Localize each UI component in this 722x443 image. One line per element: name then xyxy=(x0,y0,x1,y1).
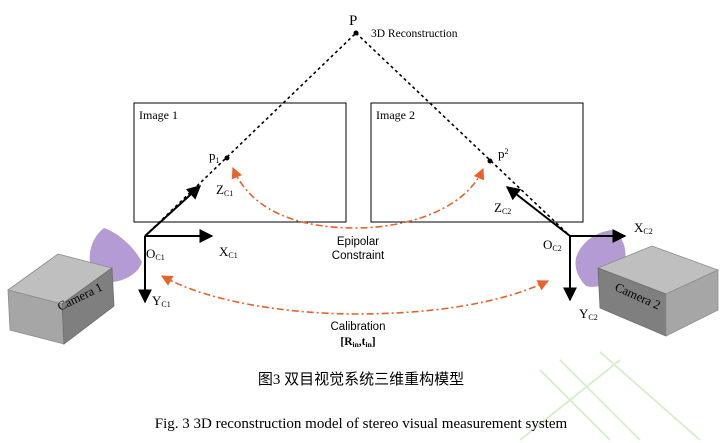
image-plane-2-title: Image 2 xyxy=(376,108,415,122)
point-P-label: P xyxy=(349,13,357,29)
camera-2: Camera 2 xyxy=(575,230,720,337)
calibration-params: [Rin,tin] xyxy=(340,336,375,349)
watermark xyxy=(519,351,701,441)
point-P-caption: 3D Reconstruction xyxy=(371,28,458,40)
epipolar-label-line1: Epipolar xyxy=(337,236,379,248)
camera-2-frame: OC2 XC2 YC2 ZC2 xyxy=(494,186,653,322)
caption-chinese: 图3 双目视觉系统三维重构模型 xyxy=(258,371,464,388)
camera-2-origin-label: OC2 xyxy=(543,237,562,253)
caption-english: Fig. 3 3D reconstruction model of stereo… xyxy=(155,416,568,432)
calibration-label: Calibration xyxy=(331,321,386,333)
image-plane-2 xyxy=(370,102,584,223)
point-p1 xyxy=(224,155,230,161)
camera-1-x-axis-label: XC1 xyxy=(219,244,238,260)
calibration-arrow xyxy=(161,275,550,315)
camera-1: Camera 1 xyxy=(7,228,142,345)
epipolar-label-line2: Constraint xyxy=(332,250,385,262)
image-plane-1 xyxy=(133,102,347,223)
camera-2-y-axis-label: YC2 xyxy=(579,306,598,322)
epipolar-constraint-arrow xyxy=(231,166,485,229)
point-P xyxy=(353,30,359,36)
camera-1-frame: OC1 XC1 YC1 ZC1 xyxy=(138,182,238,309)
point-p2 xyxy=(487,158,493,164)
image-plane-1-title: Image 1 xyxy=(139,108,178,122)
camera-1-y-axis-label: YC1 xyxy=(152,293,171,309)
camera-2-body-side xyxy=(665,269,719,337)
point-p1-label: p1 xyxy=(209,148,220,165)
camera-1-body-side xyxy=(61,267,115,345)
camera-2-x-axis-label: XC2 xyxy=(634,220,653,236)
camera-1-origin-label: OC1 xyxy=(146,246,165,262)
camera-2-z-axis-label: ZC2 xyxy=(494,200,511,216)
ray-left xyxy=(144,32,357,237)
ray-right xyxy=(355,32,571,237)
camera-1-z-axis-label: ZC1 xyxy=(216,182,233,198)
point-p2-label: p2 xyxy=(498,146,509,161)
